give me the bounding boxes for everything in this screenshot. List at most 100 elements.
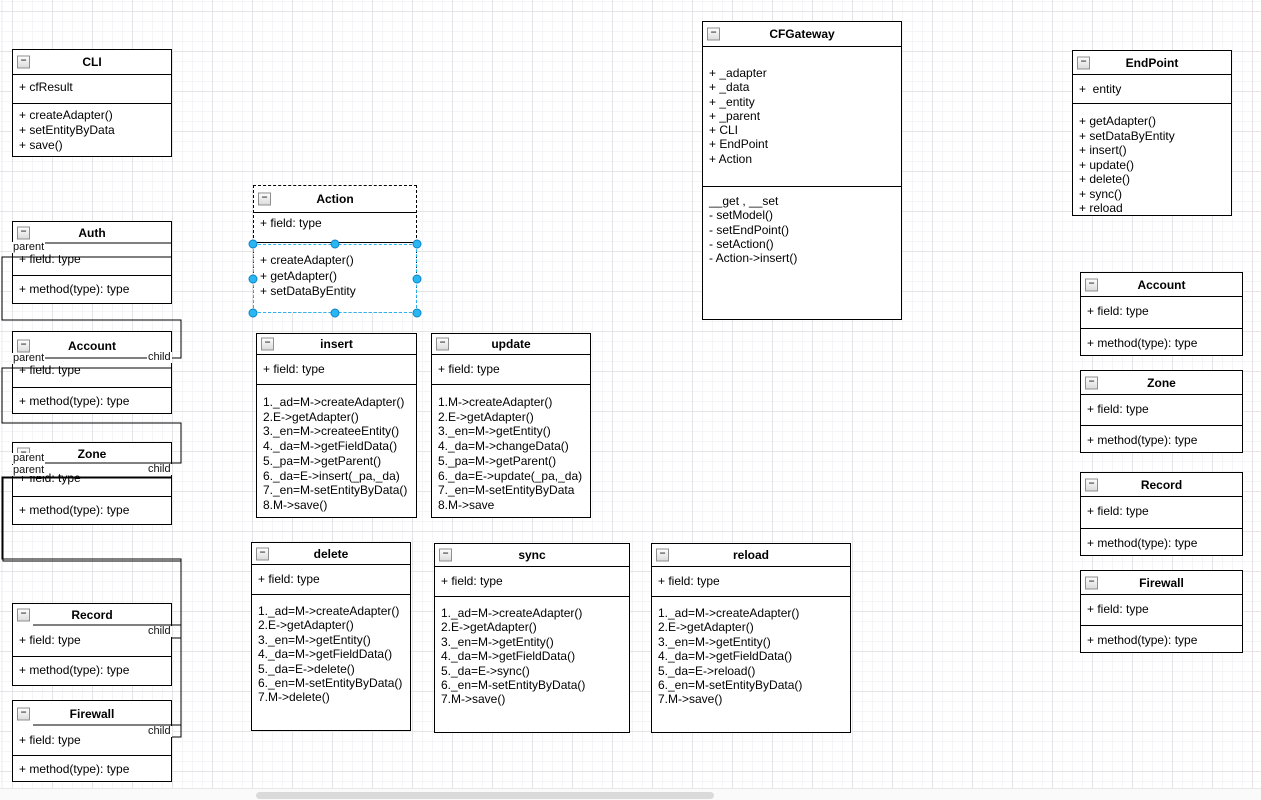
- method-row[interactable]: 2.E->getAdapter(): [658, 620, 754, 635]
- method-row[interactable]: __get , __set: [709, 194, 779, 208]
- horizontal-scrollbar-track[interactable]: [0, 788, 1261, 800]
- method-row[interactable]: 7._en=M-setEntityByData: [438, 483, 575, 498]
- method-row[interactable]: 5._pa=M->getParent(): [438, 453, 557, 468]
- method-row[interactable]: + method(type): type: [1087, 433, 1198, 447]
- method-row[interactable]: 3._en=M->getEntity(): [438, 424, 551, 439]
- class-cli[interactable]: −CLI+ cfResult+ createAdapter()+ setEnti…: [12, 49, 172, 157]
- selection-handle[interactable]: [248, 308, 258, 318]
- class-firewall-left[interactable]: −Firewall+ field: type+ method(type): ty…: [12, 700, 172, 782]
- edge-label-child[interactable]: child: [147, 625, 172, 637]
- method-row[interactable]: + method(type): type: [1087, 336, 1198, 350]
- field-row[interactable]: + field: type: [19, 252, 81, 266]
- method-row[interactable]: 5._da=E->delete(): [258, 661, 355, 676]
- method-row[interactable]: + method(type): type: [19, 503, 130, 517]
- method-row[interactable]: + reload: [1079, 201, 1123, 215]
- field-row[interactable]: + field: type: [260, 216, 322, 230]
- method-row[interactable]: + method(type): type: [1087, 536, 1198, 550]
- class-account-right[interactable]: −Account+ field: type+ method(type): typ…: [1080, 272, 1243, 356]
- field-row[interactable]: + CLI: [709, 123, 739, 138]
- edge-zone-firewall[interactable]: [2, 477, 182, 738]
- selection-handle[interactable]: [330, 308, 340, 318]
- method-row[interactable]: 1._ad=M->createAdapter(): [658, 606, 800, 620]
- collapse-icon[interactable]: −: [261, 337, 274, 351]
- method-row[interactable]: 3._en=M->getEntity(): [658, 634, 771, 649]
- method-row[interactable]: 3._en=M->getEntity(): [441, 634, 554, 649]
- field-row[interactable]: + field: type: [1087, 602, 1149, 616]
- class-zone-left[interactable]: −Zone+ field: type+ method(type): type: [12, 442, 172, 525]
- edge-label-parent[interactable]: parent: [12, 464, 46, 476]
- class-cfgateway[interactable]: −CFGateway+ _adapter+ _data+ _entity+ _p…: [702, 21, 902, 320]
- method-row[interactable]: 2.E->getAdapter(): [438, 409, 534, 424]
- collapse-icon[interactable]: −: [17, 608, 30, 622]
- method-row[interactable]: 4._da=M->changeData(): [438, 439, 569, 454]
- field-row[interactable]: + field: type: [1087, 304, 1149, 318]
- collapse-icon[interactable]: −: [17, 226, 30, 240]
- method-row[interactable]: 2.E->getAdapter(): [263, 409, 359, 424]
- selection-handle[interactable]: [330, 239, 340, 249]
- method-row[interactable]: 5._da=E->reload(): [658, 663, 756, 678]
- field-row[interactable]: + field: type: [258, 572, 320, 586]
- method-row[interactable]: 5._pa=M->getParent(): [263, 453, 382, 468]
- selection-handle[interactable]: [248, 274, 258, 283]
- method-row[interactable]: 3._en=M->getEntity(): [258, 632, 371, 647]
- selection-handle[interactable]: [248, 239, 258, 249]
- collapse-icon[interactable]: −: [1085, 278, 1098, 291]
- method-row[interactable]: + getAdapter(): [1079, 114, 1157, 128]
- field-row[interactable]: + field: type: [658, 574, 720, 588]
- edge-label-parent[interactable]: parent: [12, 352, 46, 364]
- field-row[interactable]: + _entity: [709, 94, 755, 109]
- method-row[interactable]: 4._da=M->getFieldData(): [441, 649, 576, 664]
- method-row[interactable]: 7._en=M-setEntityByData(): [263, 483, 408, 498]
- method-row[interactable]: + method(type): type: [1087, 633, 1198, 647]
- collapse-icon[interactable]: −: [258, 192, 271, 206]
- field-row[interactable]: + entity: [1079, 82, 1122, 96]
- field-row[interactable]: + Action: [709, 151, 753, 166]
- method-row[interactable]: 3._en=M->createeEntity(): [263, 424, 400, 439]
- collapse-icon[interactable]: −: [1085, 376, 1098, 389]
- field-row[interactable]: + _parent: [709, 108, 761, 123]
- edge-label-parent[interactable]: parent: [12, 452, 46, 464]
- class-account-left[interactable]: −Account+ field: type+ method(type): typ…: [12, 331, 172, 414]
- selection-handle[interactable]: [412, 239, 422, 249]
- method-row[interactable]: 7.M->save(): [658, 692, 723, 707]
- edge-account-zone[interactable]: [1, 367, 182, 464]
- edge-label-parent[interactable]: parent: [12, 241, 46, 253]
- method-row[interactable]: + setDataByEntity: [260, 284, 356, 298]
- method-row[interactable]: - setEndPoint(): [709, 222, 790, 237]
- method-row[interactable]: + sync(): [1079, 186, 1123, 201]
- field-row[interactable]: + cfResult: [19, 80, 73, 94]
- horizontal-scrollbar-thumb[interactable]: [256, 792, 714, 799]
- method-row[interactable]: 1._ad=M->createAdapter(): [441, 606, 583, 620]
- field-row[interactable]: + field: type: [1087, 504, 1149, 518]
- method-row[interactable]: + getAdapter(): [260, 268, 338, 283]
- collapse-icon[interactable]: −: [1085, 478, 1098, 491]
- method-row[interactable]: 4._da=M->getFieldData(): [658, 649, 793, 664]
- method-row[interactable]: + delete(): [1079, 172, 1131, 186]
- method-row[interactable]: 8.M->save: [438, 497, 495, 512]
- method-row[interactable]: 7.M->save(): [441, 692, 506, 707]
- field-row[interactable]: + field: type: [438, 362, 500, 376]
- class-record-right[interactable]: −Record+ field: type+ method(type): type: [1080, 472, 1243, 556]
- edge-label-child[interactable]: child: [147, 725, 172, 737]
- class-zone-right[interactable]: −Zone+ field: type+ method(type): type: [1080, 370, 1243, 453]
- class-auth[interactable]: −Auth+ field: type+ method(type): type: [12, 221, 172, 304]
- edge-label-child[interactable]: child: [147, 463, 172, 475]
- method-row[interactable]: 6._en=M-setEntityByData(): [658, 678, 803, 693]
- method-row[interactable]: 6._en=M-setEntityByData(): [258, 676, 403, 691]
- collapse-icon[interactable]: −: [656, 548, 669, 562]
- edge-label-child[interactable]: child: [147, 351, 172, 363]
- method-row[interactable]: 6._en=M-setEntityByData(): [441, 678, 586, 693]
- method-row[interactable]: + method(type): type: [19, 394, 130, 408]
- method-row[interactable]: 5._da=E->sync(): [441, 663, 530, 678]
- method-row[interactable]: 6._da=E->update(_pa,_da): [438, 468, 583, 483]
- method-row[interactable]: 2.E->getAdapter(): [441, 620, 537, 635]
- method-row[interactable]: 2.E->getAdapter(): [258, 618, 354, 633]
- field-row[interactable]: + field: type: [19, 633, 81, 647]
- method-row[interactable]: + setEntityByData: [19, 123, 115, 137]
- method-row[interactable]: - setModel(): [709, 208, 774, 223]
